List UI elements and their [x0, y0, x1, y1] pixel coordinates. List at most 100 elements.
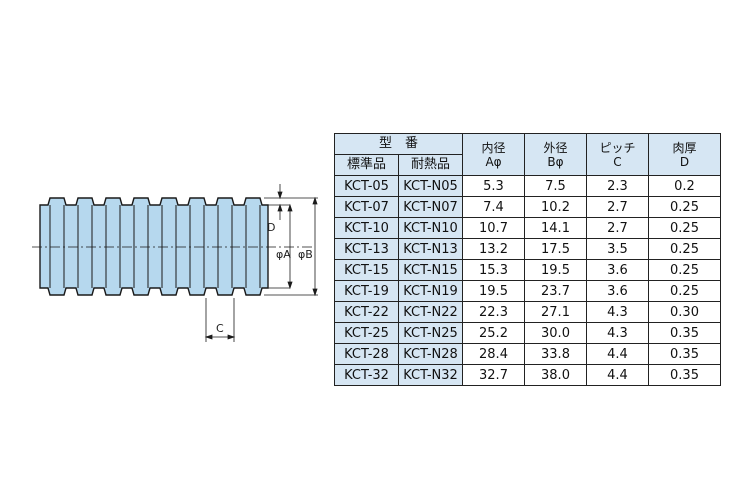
cell-outer-diameter: 14.1: [524, 217, 587, 239]
header-heat-resistant: 耐熱品: [398, 154, 463, 176]
cell-thickness: 0.25: [648, 280, 721, 302]
cell-outer-diameter: 17.5: [524, 238, 587, 260]
cell-standard-model: KCT-22: [334, 301, 399, 323]
cell-thickness: 0.30: [648, 301, 721, 323]
cell-pitch: 3.5: [586, 238, 649, 260]
label-c: C: [216, 322, 224, 335]
cell-standard-model: KCT-32: [334, 364, 399, 386]
cell-inner-diameter: 28.4: [462, 343, 525, 365]
header-inner-line2: Aφ: [485, 154, 502, 169]
cell-thickness: 0.25: [648, 238, 721, 260]
corrugated-tube-diagram: D φA φB C: [32, 184, 318, 342]
cell-inner-diameter: 5.3: [462, 175, 525, 197]
cell-standard-model: KCT-10: [334, 217, 399, 239]
cell-thickness: 0.25: [648, 196, 721, 218]
header-outer-diameter: 外径 Bφ: [524, 133, 587, 176]
cell-outer-diameter: 38.0: [524, 364, 587, 386]
spec-table: 型 番 内径 Aφ 外径 Bφ ピッチ C 肉厚 D 標準品 耐熱品 KCT-0…: [334, 133, 721, 386]
cell-pitch: 4.4: [586, 364, 649, 386]
header-standard: 標準品: [334, 154, 399, 176]
cell-inner-diameter: 10.7: [462, 217, 525, 239]
cell-standard-model: KCT-19: [334, 280, 399, 302]
cell-thickness: 0.2: [648, 175, 721, 197]
cell-thickness: 0.25: [648, 259, 721, 281]
cell-outer-diameter: 19.5: [524, 259, 587, 281]
cell-outer-diameter: 10.2: [524, 196, 587, 218]
header-thickness-line2: D: [679, 154, 690, 169]
cell-standard-model: KCT-13: [334, 238, 399, 260]
header-pitch: ピッチ C: [586, 133, 649, 176]
cell-inner-diameter: 15.3: [462, 259, 525, 281]
cell-standard-model: KCT-25: [334, 322, 399, 344]
cell-thickness: 0.25: [648, 217, 721, 239]
cell-pitch: 4.4: [586, 343, 649, 365]
cell-inner-diameter: 13.2: [462, 238, 525, 260]
cell-pitch: 2.7: [586, 196, 649, 218]
cell-thickness: 0.35: [648, 343, 721, 365]
label-phi-a: φA: [276, 248, 291, 261]
cell-standard-model: KCT-28: [334, 343, 399, 365]
cell-standard-model: KCT-05: [334, 175, 399, 197]
cell-outer-diameter: 30.0: [524, 322, 587, 344]
cell-heat-resistant-model: KCT-N25: [398, 322, 463, 344]
cell-heat-resistant-model: KCT-N19: [398, 280, 463, 302]
cell-pitch: 4.3: [586, 322, 649, 344]
cell-pitch: 3.6: [586, 259, 649, 281]
cell-outer-diameter: 7.5: [524, 175, 587, 197]
dimension-c: [204, 334, 236, 340]
cell-thickness: 0.35: [648, 364, 721, 386]
cell-inner-diameter: 19.5: [462, 280, 525, 302]
header-pitch-line2: C: [613, 154, 622, 169]
header-inner-diameter: 内径 Aφ: [462, 133, 525, 176]
header-thickness: 肉厚 D: [648, 133, 721, 176]
cell-thickness: 0.35: [648, 322, 721, 344]
cell-inner-diameter: 32.7: [462, 364, 525, 386]
dimension-d: [277, 184, 283, 220]
cell-heat-resistant-model: KCT-N05: [398, 175, 463, 197]
label-phi-b: φB: [298, 248, 313, 261]
dimension-b: [312, 196, 318, 297]
cell-pitch: 2.7: [586, 217, 649, 239]
header-thickness-line1: 肉厚: [672, 140, 697, 155]
cell-pitch: 4.3: [586, 301, 649, 323]
label-d: D: [267, 221, 275, 234]
cell-standard-model: KCT-07: [334, 196, 399, 218]
cell-heat-resistant-model: KCT-N15: [398, 259, 463, 281]
cell-outer-diameter: 33.8: [524, 343, 587, 365]
cell-heat-resistant-model: KCT-N07: [398, 196, 463, 218]
header-pitch-line1: ピッチ: [599, 140, 636, 155]
cell-heat-resistant-model: KCT-N10: [398, 217, 463, 239]
header-outer-line1: 外径: [543, 140, 568, 155]
header-inner-line1: 内径: [481, 140, 506, 155]
extension-lines: [205, 197, 318, 342]
cell-outer-diameter: 23.7: [524, 280, 587, 302]
cell-standard-model: KCT-15: [334, 259, 399, 281]
header-model-number: 型 番: [334, 133, 463, 155]
tube-outline: [39, 197, 269, 296]
cell-heat-resistant-model: KCT-N28: [398, 343, 463, 365]
cell-outer-diameter: 27.1: [524, 301, 587, 323]
rib-lines: [49, 205, 261, 288]
dimension-a: [287, 203, 293, 290]
cell-heat-resistant-model: KCT-N22: [398, 301, 463, 323]
cell-heat-resistant-model: KCT-N32: [398, 364, 463, 386]
cell-heat-resistant-model: KCT-N13: [398, 238, 463, 260]
header-outer-line2: Bφ: [547, 154, 564, 169]
cell-inner-diameter: 7.4: [462, 196, 525, 218]
cell-pitch: 2.3: [586, 175, 649, 197]
tube-body: [39, 197, 269, 296]
cell-pitch: 3.6: [586, 280, 649, 302]
cell-inner-diameter: 22.3: [462, 301, 525, 323]
cell-inner-diameter: 25.2: [462, 322, 525, 344]
